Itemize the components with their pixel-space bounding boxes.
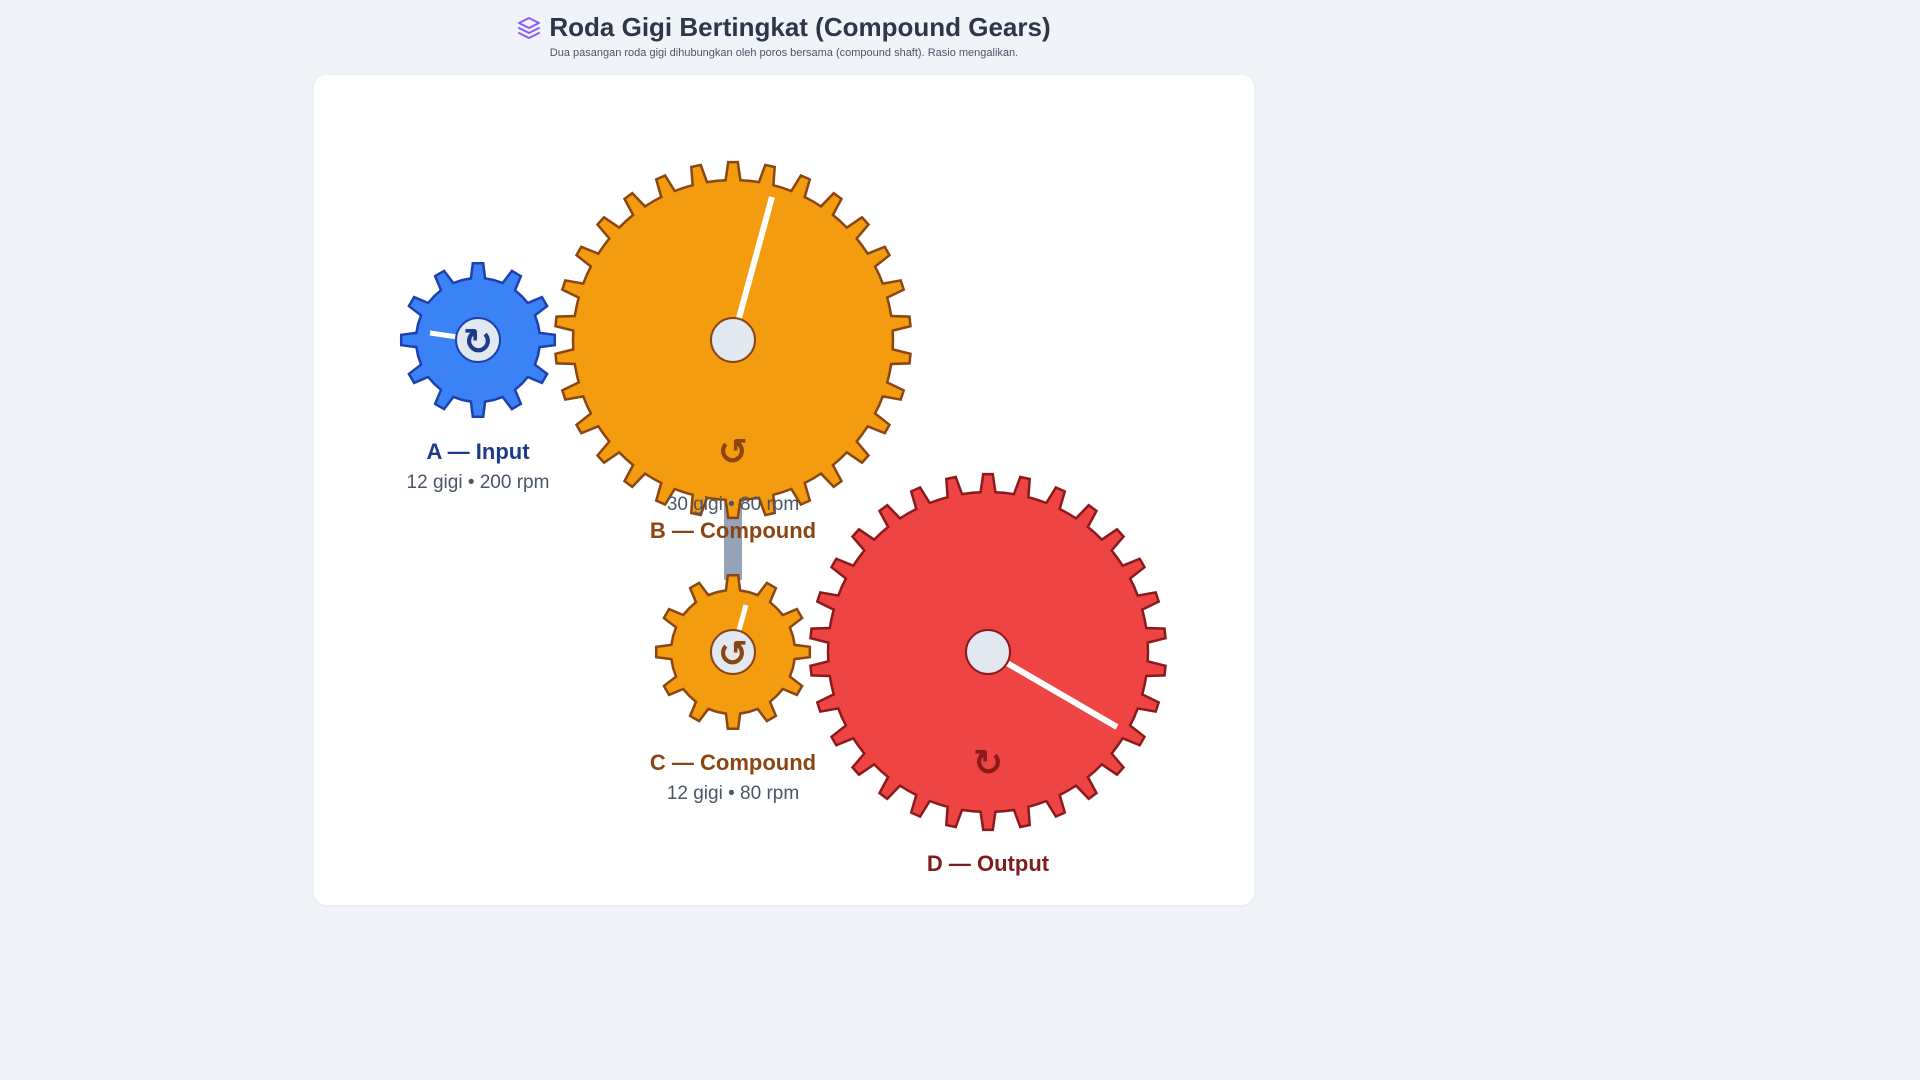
compound-shaft — [724, 500, 742, 580]
gear-d-pointer — [986, 649, 1119, 730]
gear-b[interactable]: ↺ — [554, 160, 912, 520]
gear-c-name: C — Compound — [650, 750, 816, 775]
gear-diagram: ↻ ↺ ↺ ↻ A — Input 12 gigi • 200 rpm 30 g… — [399, 160, 1167, 876]
layers-icon — [518, 16, 541, 39]
gear-a[interactable]: ↻ — [399, 261, 557, 419]
gear-d-hub — [965, 629, 1011, 675]
gear-b-name: B — Compound — [650, 518, 816, 543]
gear-c[interactable]: ↺ — [654, 573, 812, 731]
gear-c-direction-icon: ↺ — [718, 634, 748, 675]
gear-b-pointer — [730, 196, 775, 341]
page-subtitle: Dua pasangan roda gigi dihubungkan oleh … — [549, 47, 1019, 59]
gear-d-direction-icon: ↻ — [973, 743, 1003, 784]
gear-d-name: D — Output — [927, 851, 1050, 876]
gear-a-hub — [455, 317, 501, 363]
gear-a-name: A — Input — [426, 439, 530, 464]
gear-a-direction-icon: ↻ — [463, 322, 493, 363]
gear-d[interactable]: ↻ — [809, 472, 1167, 832]
gear-b-hub — [710, 317, 756, 363]
gear-b-direction-icon: ↺ — [718, 432, 748, 473]
gear-b-detail: 30 gigi • 80 rpm — [667, 494, 799, 515]
gear-c-detail: 12 gigi • 80 rpm — [667, 783, 799, 804]
gear-a-detail: 12 gigi • 200 rpm — [407, 472, 550, 493]
page-title: Roda Gigi Bertingkat (Compound Gears) — [549, 12, 1051, 42]
title-row: Roda Gigi Bertingkat (Compound Gears) — [0, 12, 1568, 43]
gear-c-hub — [710, 629, 756, 675]
